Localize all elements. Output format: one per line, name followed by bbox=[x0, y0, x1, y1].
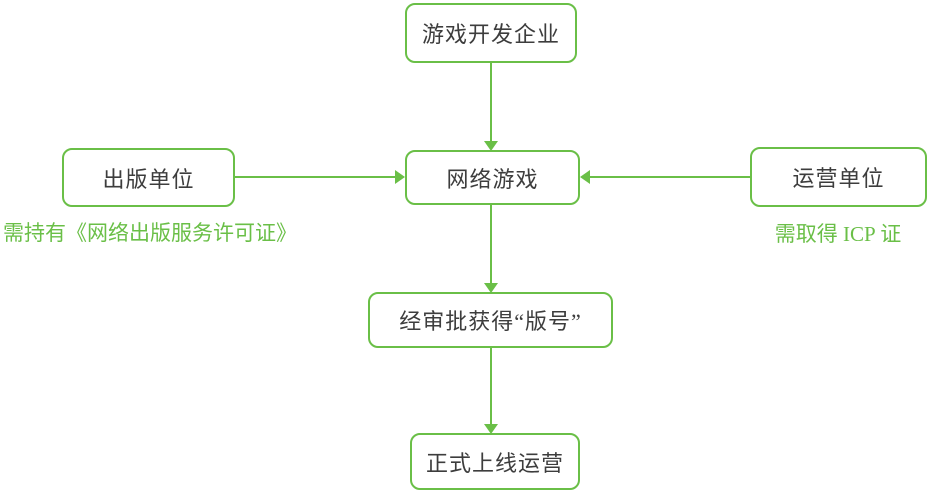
node-license-approval-label: 经审批获得“版号” bbox=[399, 309, 582, 334]
arrowhead-down-icon bbox=[484, 141, 498, 151]
node-game-developer: 游戏开发企业 bbox=[405, 3, 577, 63]
node-publisher: 出版单位 bbox=[62, 148, 235, 207]
edge-operator-to-game bbox=[589, 176, 750, 178]
edge-developer-to-game bbox=[490, 63, 492, 142]
edge-publisher-to-game bbox=[235, 176, 397, 178]
arrowhead-down-icon bbox=[484, 424, 498, 434]
node-operator-label: 运营单位 bbox=[792, 166, 885, 191]
node-operator: 运营单位 bbox=[750, 147, 927, 207]
arrowhead-right-icon bbox=[395, 170, 405, 184]
node-official-launch-label: 正式上线运营 bbox=[425, 450, 564, 476]
arrowhead-down-icon bbox=[484, 283, 498, 293]
arrowhead-left-icon bbox=[580, 170, 590, 184]
node-license-approval: 经审批获得“版号” bbox=[368, 292, 613, 348]
note-operator-icp: 需取得 ICP 证 bbox=[774, 222, 902, 246]
node-online-game: 网络游戏 bbox=[405, 150, 580, 205]
node-publisher-label: 出版单位 bbox=[102, 166, 195, 192]
node-game-developer-label: 游戏开发企业 bbox=[421, 22, 560, 47]
edge-game-to-license bbox=[490, 205, 492, 284]
node-official-launch: 正式上线运营 bbox=[410, 433, 580, 490]
note-publisher-license: 需持有《网络出版服务许可证》 bbox=[3, 221, 297, 245]
edge-license-to-launch bbox=[490, 348, 492, 425]
node-online-game-label: 网络游戏 bbox=[446, 166, 539, 192]
